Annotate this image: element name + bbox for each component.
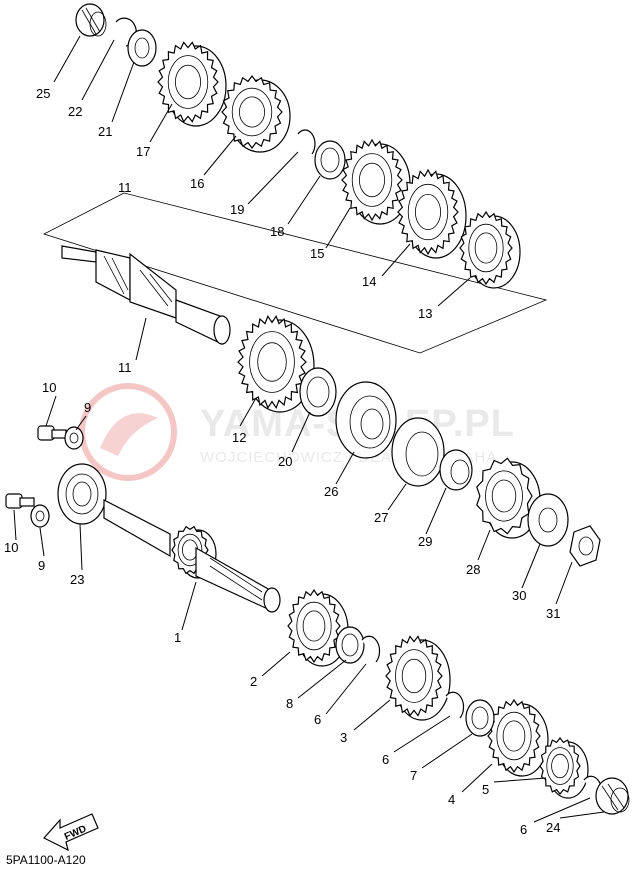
callout-13: 13	[418, 306, 432, 321]
part-24-needle-bearing	[595, 777, 630, 815]
part-23-bearing	[57, 463, 107, 525]
part-27-bearing	[391, 417, 445, 487]
callout-8: 8	[286, 696, 293, 711]
part-13-gear	[459, 210, 521, 289]
watermark-logo-mark	[100, 413, 158, 456]
callout-20: 20	[278, 454, 292, 469]
part-12-gear	[237, 315, 315, 413]
part-8-washer	[335, 626, 365, 664]
fwd-arrow: FWD	[43, 813, 99, 852]
callout-6-a: 6	[314, 712, 321, 727]
callout-10-upper: 10	[42, 380, 56, 395]
callout-22: 22	[68, 104, 82, 119]
part-9-washer-lower	[30, 504, 50, 528]
callout-10-lower: 10	[4, 540, 18, 555]
part-9-washer-upper	[64, 426, 84, 450]
part-3-gear	[385, 635, 451, 721]
part-16-gear	[221, 74, 291, 153]
part-29-collar	[439, 449, 473, 491]
callout-11-frame: 11	[118, 180, 132, 195]
part-1-drive-axle	[103, 499, 281, 613]
part-20-washer	[299, 367, 337, 417]
part-26-bearing	[335, 381, 397, 459]
part-11-main-axle	[61, 245, 231, 345]
callout-15: 15	[310, 246, 324, 261]
callout-25: 25	[36, 86, 50, 101]
part-5-gear	[539, 737, 589, 799]
callout-23: 23	[70, 572, 84, 587]
part-10-bolt-upper	[37, 425, 67, 441]
callout-1: 1	[174, 630, 181, 645]
callout-21: 21	[98, 124, 112, 139]
callout-9-lower: 9	[38, 558, 45, 573]
callout-26: 26	[324, 484, 338, 499]
part-30-lock-washer	[527, 493, 569, 547]
callout-28: 28	[466, 562, 480, 577]
part-6-circlip-a	[361, 635, 381, 663]
part-25-needle-bearing	[75, 3, 107, 37]
part-4-gear	[487, 698, 549, 777]
part-7-washer	[465, 699, 495, 737]
callout-9-upper: 9	[84, 400, 91, 415]
part-21-washer	[127, 29, 157, 67]
callout-18: 18	[270, 224, 284, 239]
part-17-gear	[157, 41, 227, 127]
part-18-splined-washer	[314, 140, 346, 180]
callout-27: 27	[374, 510, 388, 525]
part-10-bolt-lower	[5, 493, 35, 509]
part-2-gear	[287, 588, 349, 667]
callout-24: 24	[546, 820, 560, 835]
diagram-code: 5PA1100-A120	[6, 853, 86, 867]
callout-4: 4	[448, 792, 455, 807]
callout-2: 2	[250, 674, 257, 689]
callout-12: 12	[232, 430, 246, 445]
leader-lines	[13, 35, 605, 823]
part-15-gear	[341, 138, 411, 225]
callout-6-c: 6	[520, 822, 527, 837]
callout-16: 16	[190, 176, 204, 191]
callout-6-b: 6	[382, 752, 389, 767]
part-14-gear	[397, 168, 467, 259]
callout-11-axle: 11	[118, 360, 132, 375]
callout-17: 17	[136, 144, 150, 159]
callout-30: 30	[512, 588, 526, 603]
callout-3: 3	[340, 730, 347, 745]
part-19-circlip	[297, 129, 316, 155]
callout-31: 31	[546, 606, 560, 621]
callout-19: 19	[230, 202, 244, 217]
group-frame	[42, 192, 548, 354]
part-6-circlip-b	[445, 691, 465, 719]
callout-14: 14	[362, 274, 376, 289]
part-28-sprocket	[476, 457, 541, 539]
callout-5: 5	[482, 782, 489, 797]
part-31-nut	[569, 525, 601, 567]
gears-layer	[157, 41, 589, 799]
callout-7: 7	[410, 768, 417, 783]
callout-29: 29	[418, 534, 432, 549]
callout-labels: 25 22 21 17 16 19 18 15 14 13 11 11 10 9…	[4, 86, 560, 837]
